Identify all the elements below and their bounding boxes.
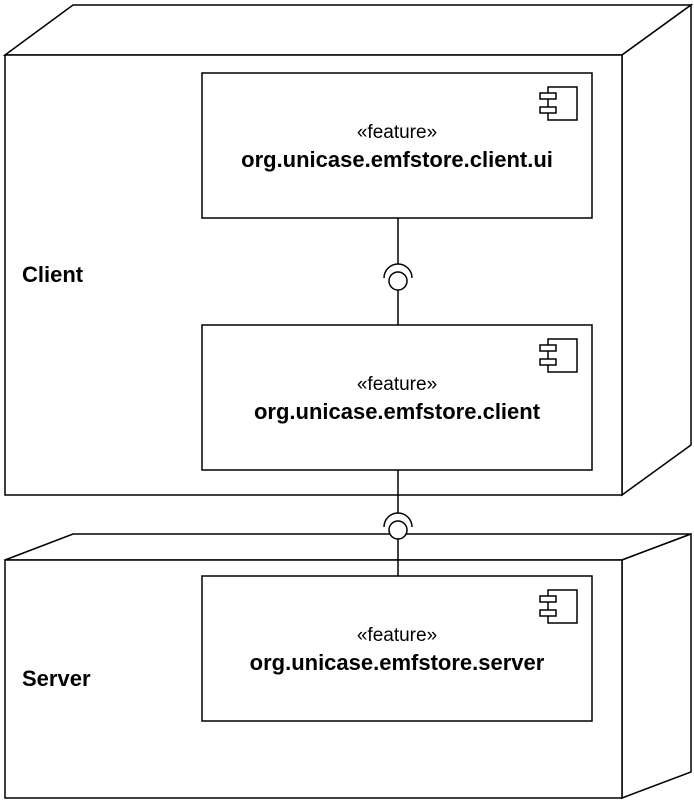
component-client-name: org.unicase.emfstore.client xyxy=(254,399,541,424)
component-server[interactable]: «feature» org.unicase.emfstore.server xyxy=(201,575,593,722)
component-client-ui-box xyxy=(201,72,593,219)
component-client-stereotype: «feature» xyxy=(357,374,437,395)
socket-arc xyxy=(383,263,413,279)
component-client-ui-stereotype: «feature» xyxy=(357,122,437,143)
ball-circle xyxy=(388,520,408,540)
component-server-name: org.unicase.emfstore.server xyxy=(250,650,545,675)
server-node-top-face xyxy=(4,533,692,561)
component-server-box xyxy=(201,575,593,722)
client-node-label: Client xyxy=(22,262,84,287)
client-node-top-face xyxy=(2,4,694,56)
socket-arc xyxy=(383,512,413,528)
component-icon xyxy=(539,338,578,373)
ball-and-socket-icon xyxy=(383,218,413,325)
server-node-side-face xyxy=(621,532,692,800)
component-icon xyxy=(539,86,578,121)
component-server-stereotype: «feature» xyxy=(357,625,437,646)
component-client-box xyxy=(201,324,593,471)
component-client[interactable]: «feature» org.unicase.emfstore.client xyxy=(201,324,593,471)
component-icon xyxy=(539,589,578,624)
client-node-side-face xyxy=(621,3,692,497)
component-client-ui[interactable]: «feature» org.unicase.emfstore.client.ui xyxy=(201,72,593,219)
ball-circle xyxy=(388,271,408,291)
ball-and-socket-icon xyxy=(383,470,413,576)
server-node-label: Server xyxy=(22,666,91,691)
component-client-ui-name: org.unicase.emfstore.client.ui xyxy=(241,147,553,172)
